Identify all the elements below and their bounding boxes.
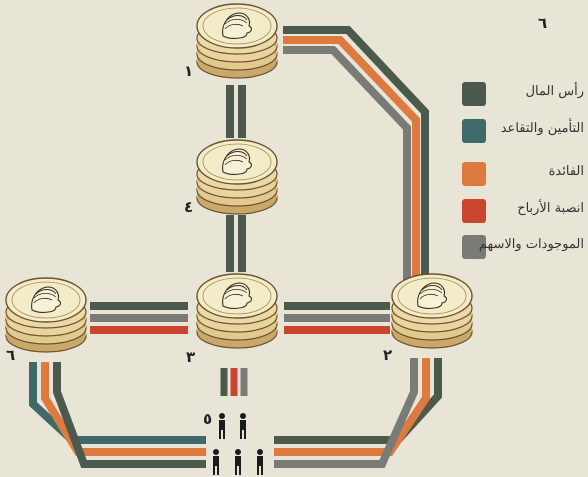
legend-item-dividends: انصبة الأرباح — [462, 199, 588, 223]
legend-swatch — [462, 82, 486, 106]
flow-right-people-interest — [274, 358, 430, 456]
legend-item-interest: الفائدة — [462, 162, 588, 186]
coin-stack-right — [391, 273, 473, 349]
figure-number: ٦ — [538, 14, 548, 32]
legend-label: التأمين والتقاعد — [500, 121, 584, 136]
people-group — [213, 413, 263, 475]
coin-stack-left — [5, 277, 87, 353]
legend-label: الفائدة — [548, 164, 584, 179]
legend-label: رأس المال — [525, 84, 584, 99]
flow-left-people-capital — [53, 362, 206, 468]
flow-left-people-interest — [41, 362, 206, 456]
flow-right-people-assets — [274, 358, 418, 468]
flow-right-people-capital — [274, 358, 442, 444]
coin-stack-top — [196, 3, 278, 79]
coin-stack-middle — [196, 139, 278, 215]
flow-left-people-pension — [29, 362, 206, 444]
people-label: ٥ — [203, 410, 213, 428]
flow-top-right-capital — [283, 26, 429, 290]
legend-item-assets: الموجودات والاسهم — [462, 235, 588, 259]
coin-stack-center — [196, 273, 278, 349]
legend-label: انصبة الأرباح — [517, 201, 584, 216]
legend-item-pension: التأمين والتقاعد — [462, 119, 588, 143]
flow-top-right-interest — [283, 36, 420, 290]
legend-label: الموجودات والاسهم — [478, 237, 584, 252]
legend-swatch — [462, 119, 486, 143]
legend-swatch — [462, 162, 486, 186]
legend-item-capital: رأس المال — [462, 82, 588, 106]
node-label-center: ٣ — [186, 348, 196, 366]
flow-top-right-assets — [283, 46, 411, 290]
flow-paths — [29, 26, 442, 468]
node-label-top: ١ — [184, 62, 194, 80]
legend-swatch — [462, 199, 486, 223]
node-label-right: ٢ — [383, 346, 393, 364]
node-label-left: ٦ — [6, 346, 16, 364]
legend-swatch — [462, 235, 486, 259]
node-label-middle: ٤ — [184, 198, 194, 216]
